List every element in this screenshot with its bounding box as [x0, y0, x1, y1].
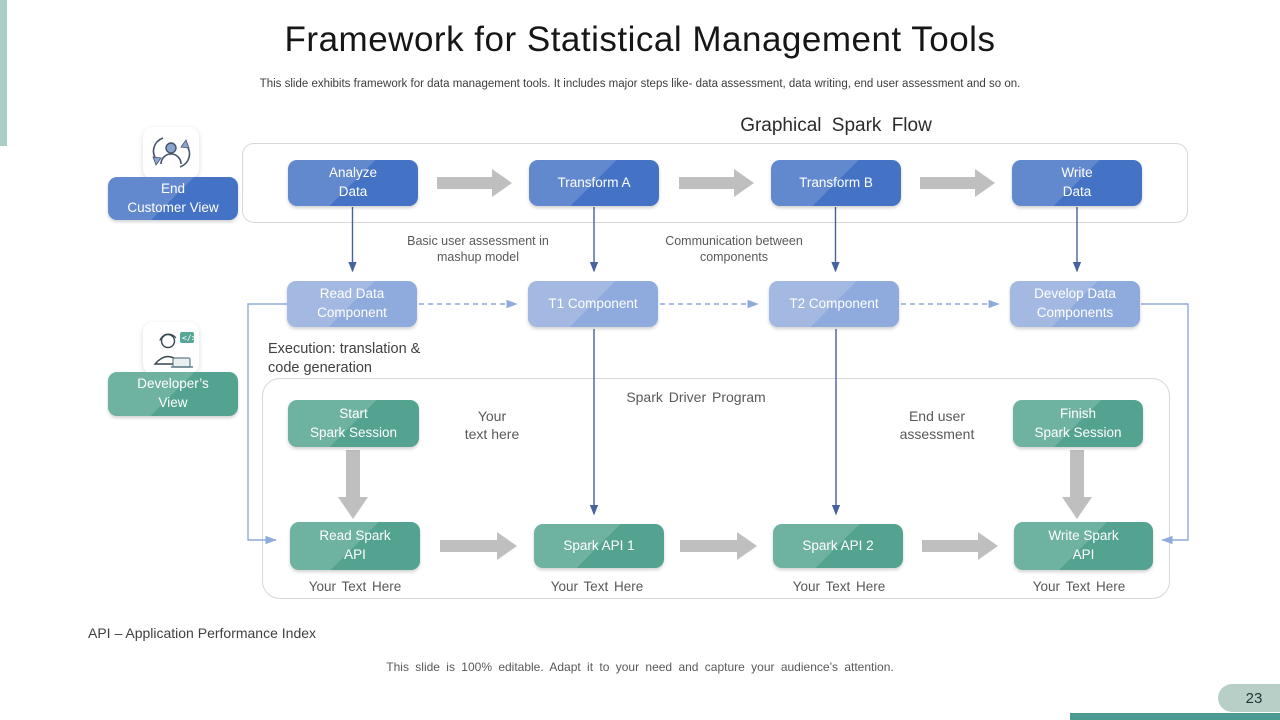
- communication-note: Communication between components: [665, 234, 803, 265]
- t1-component-box: T1 Component: [528, 281, 658, 327]
- basic-user-assessment-note: Basic user assessment in mashup model: [407, 234, 549, 265]
- end-customer-icon-card: [143, 127, 199, 179]
- spark-api-1-box: Spark API 1: [534, 524, 664, 568]
- caption-write-spark-api: Your Text Here: [1032, 579, 1126, 594]
- customer-cycle-icon: [152, 137, 191, 168]
- bottom-accent-strip: [1070, 713, 1280, 720]
- execution-note: Execution: translation & code generation: [268, 341, 421, 376]
- start-spark-session-box: Start Spark Session: [288, 400, 419, 447]
- read-data-component-box: Read Data Component: [287, 281, 417, 327]
- page-title: Framework for Statistical Management Too…: [284, 20, 996, 59]
- analyze-data-box: Analyze Data: [288, 160, 418, 206]
- caption-read-spark-api: Your Text Here: [308, 579, 402, 594]
- caption-spark-api-2: Your Text Here: [792, 579, 886, 594]
- finish-spark-session-box: Finish Spark Session: [1013, 400, 1143, 447]
- developer-code-icon: </>: [153, 332, 195, 368]
- flow-heading: Graphical Spark Flow: [740, 115, 932, 136]
- end-user-assessment-note: End user assessment: [899, 408, 975, 443]
- transform-a-box: Transform A: [529, 160, 659, 206]
- t2-component-box: T2 Component: [769, 281, 899, 327]
- write-data-box: Write Data: [1012, 160, 1142, 206]
- write-spark-api-box: Write Spark API: [1014, 522, 1153, 570]
- abbreviation-note: API – Application Performance Index: [88, 625, 317, 641]
- slide-subtitle: This slide exhibits framework for data m…: [259, 78, 1021, 90]
- page-number-badge: 23: [1218, 684, 1280, 712]
- left-accent-bar: [0, 0, 7, 146]
- page-number: 23: [1245, 689, 1263, 707]
- spark-api-2-box: Spark API 2: [773, 524, 903, 568]
- developer-view-box: Developer’s View: [108, 372, 238, 416]
- code-glyph: </>: [182, 334, 195, 343]
- read-spark-api-box: Read Spark API: [290, 522, 420, 570]
- spark-driver-program-title: Spark Driver Program: [626, 389, 766, 405]
- develop-data-components-box: Develop Data Components: [1010, 281, 1140, 327]
- developer-icon-card: </>: [143, 322, 199, 374]
- caption-spark-api-1: Your Text Here: [550, 579, 644, 594]
- your-text-here-note: Your text here: [464, 408, 520, 443]
- transform-b-box: Transform B: [771, 160, 901, 206]
- editable-note: This slide is 100% editable. Adapt it to…: [386, 660, 894, 674]
- end-customer-view-box: End Customer View: [108, 177, 238, 220]
